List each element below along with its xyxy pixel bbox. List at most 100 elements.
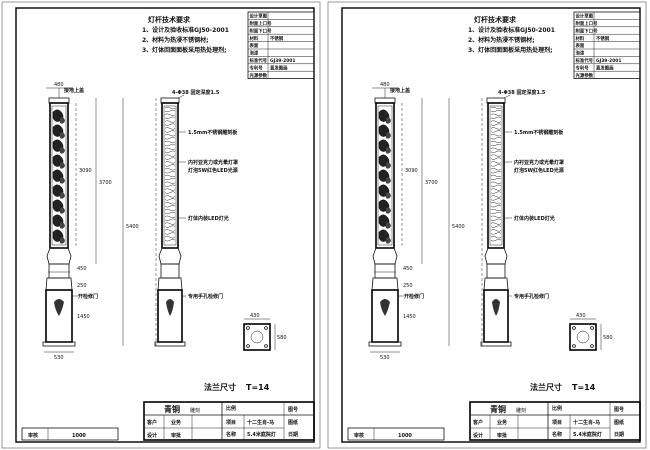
bolt-hole xyxy=(572,344,576,348)
pole-foot xyxy=(42,341,76,347)
flange-title: 法兰尺寸 xyxy=(530,382,562,392)
fill-note-1: 内衬亚克力或光晕灯罩 xyxy=(188,159,238,166)
lattice-pattern xyxy=(164,208,176,215)
lattice-pattern xyxy=(164,113,176,119)
dim-mid: 450 xyxy=(403,266,413,272)
date-label: 图纸 xyxy=(288,419,298,426)
lattice-pattern xyxy=(490,174,502,181)
designer-label: 设计 xyxy=(473,432,483,439)
bolt-hole xyxy=(264,344,268,348)
company-suffix: 雕刻 xyxy=(190,407,200,414)
note-line: 2、材料为热浸不锈钢材; xyxy=(142,36,209,44)
carving-motif xyxy=(386,132,391,139)
fill-note-1: 内衬亚克力或光晕灯罩 xyxy=(514,159,564,166)
carving-motif xyxy=(60,117,65,124)
bolt-hole xyxy=(590,326,594,330)
flange-plate xyxy=(243,323,271,351)
name-value: 5.4米庭院灯 xyxy=(247,431,276,438)
lattice-pattern xyxy=(164,202,176,208)
lattice-pattern xyxy=(490,168,502,174)
info-table-label: 泡漆 xyxy=(250,50,259,57)
lattice-pattern xyxy=(490,181,502,187)
pole-panel-inner xyxy=(51,105,67,246)
info-table-label: 设计草图 xyxy=(576,13,594,20)
lattice-pattern xyxy=(164,147,176,153)
client-label: 客户 xyxy=(472,419,483,426)
info-table-value: GJ39-2001 xyxy=(596,58,621,64)
name-label: 名称 xyxy=(226,431,236,438)
carving-motif xyxy=(386,207,391,214)
info-table xyxy=(573,11,641,79)
side-emblem xyxy=(492,299,500,316)
dim-height-upper: 3090 xyxy=(405,168,418,174)
date-value: 日期 xyxy=(288,431,298,438)
lattice-pattern xyxy=(164,215,176,221)
lattice-pattern xyxy=(490,106,502,113)
info-table-label: 标准代号 xyxy=(575,57,594,64)
lattice-pattern xyxy=(164,181,176,187)
info-table-label: 表面 xyxy=(250,42,259,49)
info-table-label: 材料 xyxy=(250,35,259,42)
flange-center xyxy=(250,330,264,344)
lattice-pattern xyxy=(164,174,176,181)
lattice-pattern xyxy=(164,134,176,140)
client-value: 业务 xyxy=(497,419,508,426)
lattice-pattern xyxy=(490,127,502,133)
bolt-hole xyxy=(572,326,576,330)
lattice-pattern xyxy=(164,154,176,160)
side-foot xyxy=(480,341,512,347)
drawing-sheet-1: 灯杆技术要求1、设计及验收标准GJ50-20012、材料为热浸不锈钢材;3、灯体… xyxy=(1,1,321,449)
carving-motif xyxy=(386,177,391,184)
info-table-value: GJ39-2001 xyxy=(270,58,295,64)
carving-motif xyxy=(386,222,391,229)
bolt-hole xyxy=(246,326,250,330)
dim-height-panel: 3700 xyxy=(99,180,112,186)
info-table-label: 附面下口号 xyxy=(576,27,599,34)
lattice-pattern xyxy=(164,229,176,235)
note-line: 1、设计及验收标准GJ50-2001 xyxy=(142,26,229,34)
lattice-pattern xyxy=(490,229,502,235)
panel-note: 1.5mm不锈钢雕刻板 xyxy=(514,129,564,136)
note-line: 3、灯体回面面板采用热处理剂; xyxy=(468,46,553,54)
company-suffix: 雕刻 xyxy=(516,407,526,414)
bolt-spec: 4-Φ38 固定深度1.5 xyxy=(172,89,220,96)
dim-base-upper: 250 xyxy=(403,283,413,289)
dim-mid: 450 xyxy=(77,266,87,272)
title-block xyxy=(469,401,641,441)
side-emblem xyxy=(166,299,174,316)
review-value: 1000 xyxy=(72,433,86,439)
carving-motif xyxy=(60,177,65,184)
designer-value: 审批 xyxy=(497,432,507,439)
lattice-pattern xyxy=(164,127,176,133)
dim-base-lower: 1450 xyxy=(403,314,416,320)
side-panel-inner xyxy=(489,105,503,246)
review-label: 审核 xyxy=(354,432,364,439)
flange-width: 430 xyxy=(576,313,586,319)
designer-value: 审批 xyxy=(171,432,181,439)
lattice-pattern xyxy=(490,215,502,221)
carving-motif xyxy=(60,207,65,214)
door-right-label: 专用手孔检修门 xyxy=(188,293,223,300)
lattice-pattern xyxy=(490,147,502,153)
lattice-pattern xyxy=(490,188,502,194)
scale-label: 比例 xyxy=(552,405,562,412)
dim-top: 480 xyxy=(54,82,64,88)
review-value: 1000 xyxy=(398,433,412,439)
lattice-pattern xyxy=(164,168,176,174)
lattice-pattern xyxy=(164,106,176,113)
lattice-pattern xyxy=(490,120,502,126)
flange-thickness: T=14 xyxy=(246,383,270,392)
top-cap-label: 接地上盖 xyxy=(389,87,410,94)
side-panel-inner xyxy=(163,105,177,246)
bolt-spec: 4-Φ38 固定深度1.5 xyxy=(498,89,546,96)
info-table-value: 不锈钢 xyxy=(270,35,284,42)
notes-title: 灯杆技术要求 xyxy=(148,15,191,24)
review-label: 审核 xyxy=(28,432,38,439)
lattice-pattern xyxy=(490,140,502,147)
note-line: 2、材料为热浸不锈钢材; xyxy=(468,36,535,44)
door-label: 开检修门 xyxy=(404,293,424,300)
info-table-label: 标准代号 xyxy=(249,57,268,64)
dim-total-label: 5400 xyxy=(452,224,465,230)
bolt-leader xyxy=(503,94,511,99)
info-table-label: 泡漆 xyxy=(576,50,585,57)
